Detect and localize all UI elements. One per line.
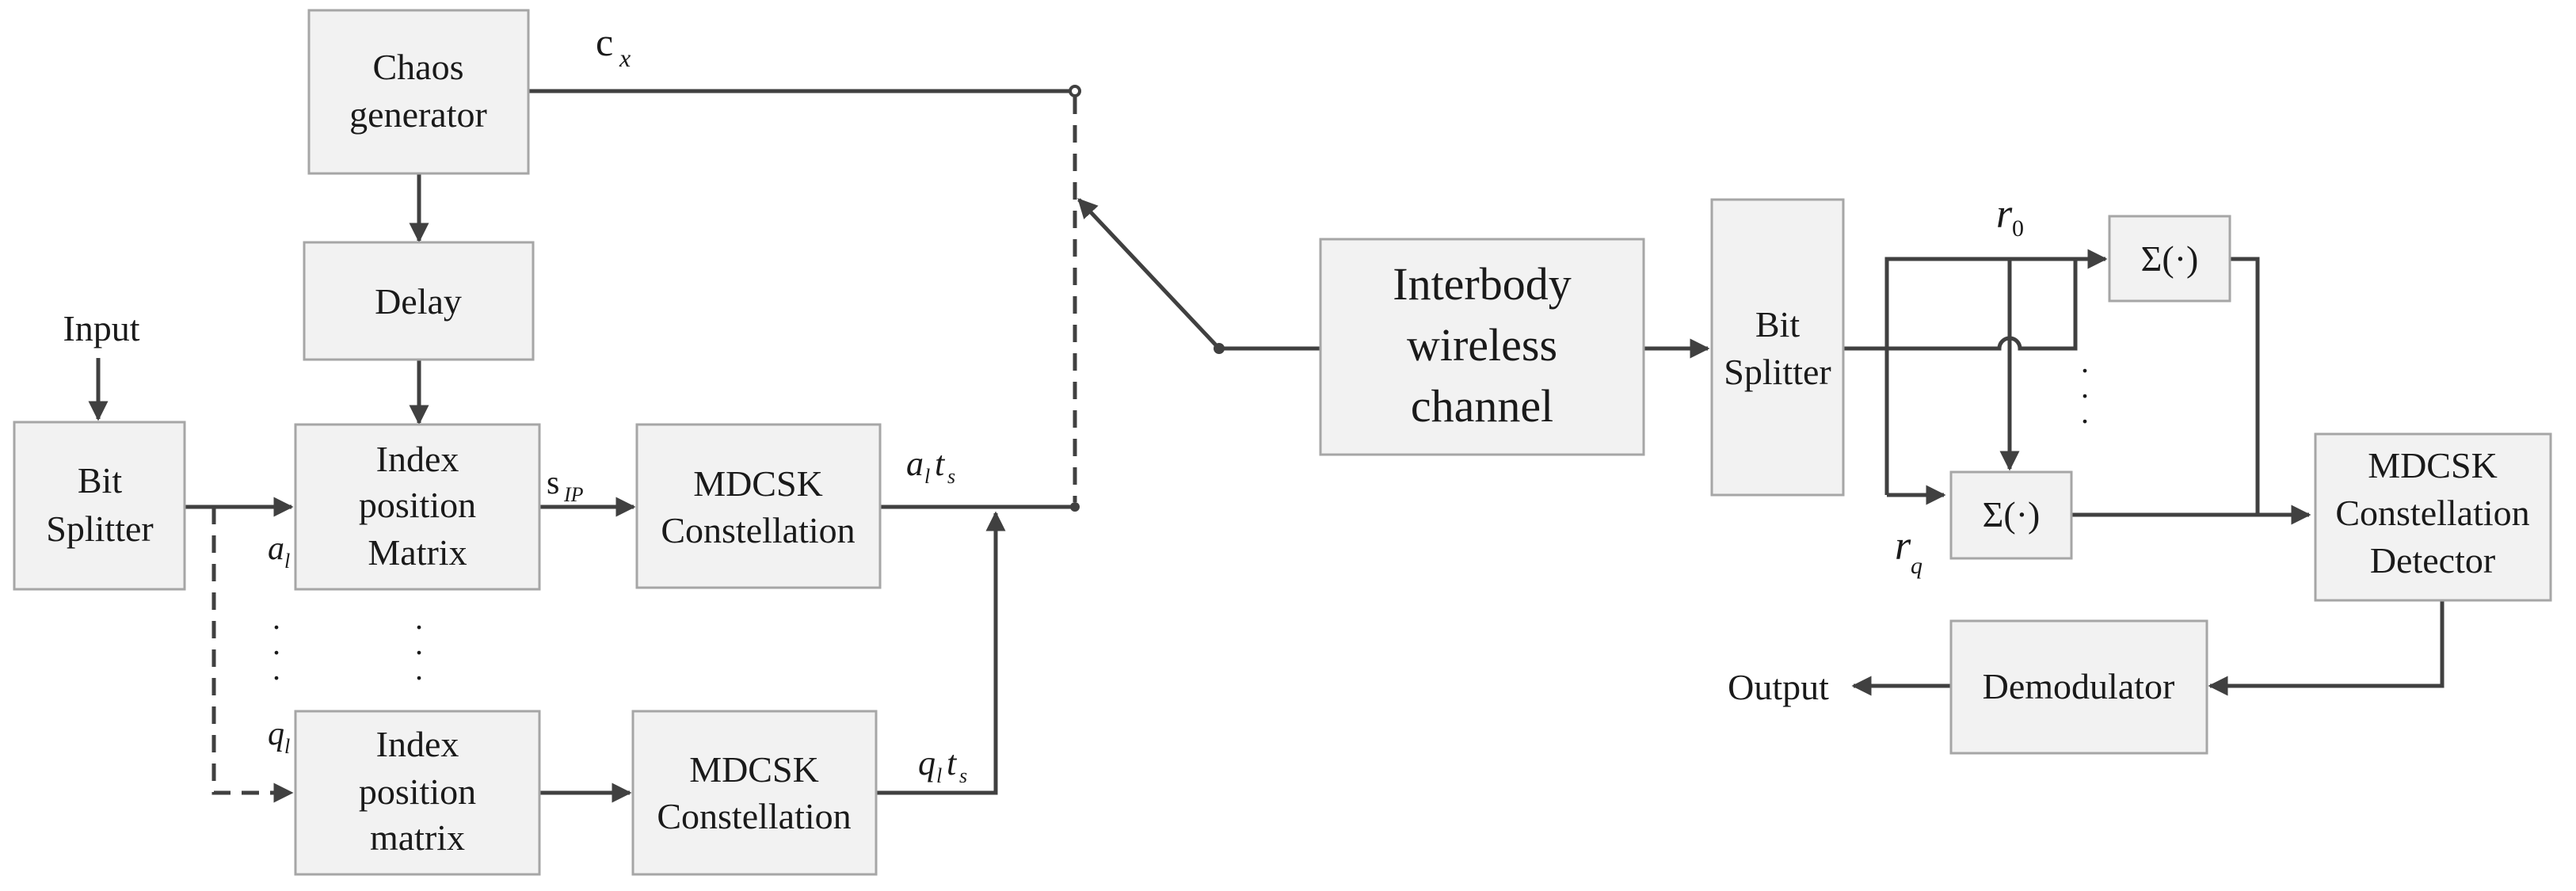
svg-text:.: . xyxy=(415,651,423,687)
wire-rx-bus-top xyxy=(1884,249,2108,495)
svg-text:r: r xyxy=(1895,524,1911,569)
index-top-label-2: position xyxy=(359,485,476,525)
interbody-wireless-channel-block: Interbody wireless channel xyxy=(1319,238,1645,456)
svg-text:r: r xyxy=(1996,192,2013,237)
svg-text:q: q xyxy=(918,744,936,782)
svg-text:.: . xyxy=(272,600,280,636)
svg-text:x: x xyxy=(619,44,631,72)
ellipsis-receiver: . . . xyxy=(2081,344,2089,430)
svg-text:0: 0 xyxy=(2012,215,2024,242)
sum-top-block: Σ(·) xyxy=(2108,215,2231,303)
svg-text:.: . xyxy=(272,626,280,661)
index-bottom-label-2: position xyxy=(359,771,476,812)
index-position-matrix-bottom-block: Index position matrix xyxy=(294,710,541,876)
mdcsk-bottom-label-1: MDCSK xyxy=(689,749,819,790)
output-label: Output xyxy=(1728,667,1829,707)
signal-al-label: a l xyxy=(268,531,290,573)
svg-text:l: l xyxy=(284,550,290,573)
sum-bottom-block: Σ(·) xyxy=(1949,470,2073,560)
detector-label-1: MDCSK xyxy=(2368,445,2498,485)
delay-label: Delay xyxy=(375,281,462,322)
switch-contact-top xyxy=(1069,85,1081,97)
chaos-label-2: generator xyxy=(349,94,487,135)
wire-splitter-to-index-bottom xyxy=(211,507,294,803)
svg-text:a: a xyxy=(906,444,924,483)
signal-qlts-label: q l t s xyxy=(918,744,967,787)
mdcsk-constellation-bottom-block: MDCSK Constellation xyxy=(631,710,878,876)
mdcsk-top-label-1: MDCSK xyxy=(693,463,823,504)
mdcsk-constellation-detector-block: MDCSK Constellation Detector xyxy=(2314,432,2552,602)
svg-text:s: s xyxy=(547,465,559,501)
signal-cx-label: c x xyxy=(596,20,631,72)
index-bottom-label-3: matrix xyxy=(370,817,465,858)
mdcsk-top-label-2: Constellation xyxy=(661,510,855,550)
bit-splitter-tx-label-2: Splitter xyxy=(46,508,153,549)
wire-mdcsk-bottom-up xyxy=(875,511,1006,795)
ellipsis-middle: . . . xyxy=(415,600,423,687)
bit-splitter-tx-block: Bit Splitter xyxy=(13,421,186,591)
signal-sip-label: s IP xyxy=(547,465,584,506)
index-top-label-1: Index xyxy=(376,439,459,479)
svg-text:.: . xyxy=(2081,394,2089,430)
index-bottom-label-1: Index xyxy=(376,724,459,764)
chaos-label-1: Chaos xyxy=(373,47,464,87)
svg-text:IP: IP xyxy=(563,483,584,506)
index-position-matrix-top-block: Index position Matrix xyxy=(294,423,541,591)
signal-r0-label: r 0 xyxy=(1996,192,2024,242)
detector-label-3: Detector xyxy=(2370,540,2495,581)
mdcsk-bottom-label-2: Constellation xyxy=(657,796,851,836)
svg-text:.: . xyxy=(415,600,423,636)
svg-text:s: s xyxy=(947,465,955,488)
svg-text:t: t xyxy=(935,444,946,483)
svg-text:a: a xyxy=(268,531,284,567)
bit-splitter-rx-label-2: Splitter xyxy=(1724,352,1831,392)
bit-splitter-rx-block: Bit Splitter xyxy=(1710,198,1845,497)
svg-text:.: . xyxy=(415,626,423,661)
channel-label-1: Interbody xyxy=(1393,258,1572,310)
bit-splitter-rx-label-1: Bit xyxy=(1755,304,1800,345)
svg-text:s: s xyxy=(959,764,967,787)
ellipsis-left: . . . xyxy=(272,600,280,687)
svg-text:q: q xyxy=(268,716,284,752)
svg-text:.: . xyxy=(2081,369,2089,405)
svg-text:c: c xyxy=(596,20,613,64)
svg-text:.: . xyxy=(272,651,280,687)
wire-sum-top-out xyxy=(2230,257,2260,515)
delay-block: Delay xyxy=(303,241,535,361)
detector-label-2: Constellation xyxy=(2335,493,2529,533)
signal-alts-label: a l t s xyxy=(906,444,955,488)
signal-rq-label: r q xyxy=(1895,524,1922,579)
wire-detector-to-demod xyxy=(2208,600,2445,696)
demodulator-block: Demodulator xyxy=(1949,619,2208,755)
switch-contact-bottom xyxy=(1070,502,1080,512)
svg-text:l: l xyxy=(936,764,942,787)
demodulator-label: Demodulator xyxy=(1983,666,2175,706)
connections xyxy=(88,85,2445,803)
wire-splitter-out xyxy=(1843,259,2078,351)
signal-ql-label: q l xyxy=(268,716,290,758)
switch-lever xyxy=(1077,198,1221,350)
bit-splitter-tx-label-1: Bit xyxy=(78,460,122,501)
svg-text:l: l xyxy=(284,735,290,758)
mdcsk-constellation-top-block: MDCSK Constellation xyxy=(635,423,882,589)
svg-text:t: t xyxy=(947,744,958,782)
sum-top-label: Σ(·) xyxy=(2141,238,2199,279)
chaos-generator-block: Chaos generator xyxy=(307,9,530,175)
channel-label-3: channel xyxy=(1411,380,1553,432)
svg-text:l: l xyxy=(924,465,930,488)
channel-label-2: wireless xyxy=(1407,319,1557,371)
svg-text:.: . xyxy=(2081,344,2089,379)
input-label: Input xyxy=(63,308,139,348)
sum-bottom-label: Σ(·) xyxy=(1983,494,2041,535)
index-top-label-3: Matrix xyxy=(368,532,467,573)
svg-text:q: q xyxy=(1911,553,1922,579)
